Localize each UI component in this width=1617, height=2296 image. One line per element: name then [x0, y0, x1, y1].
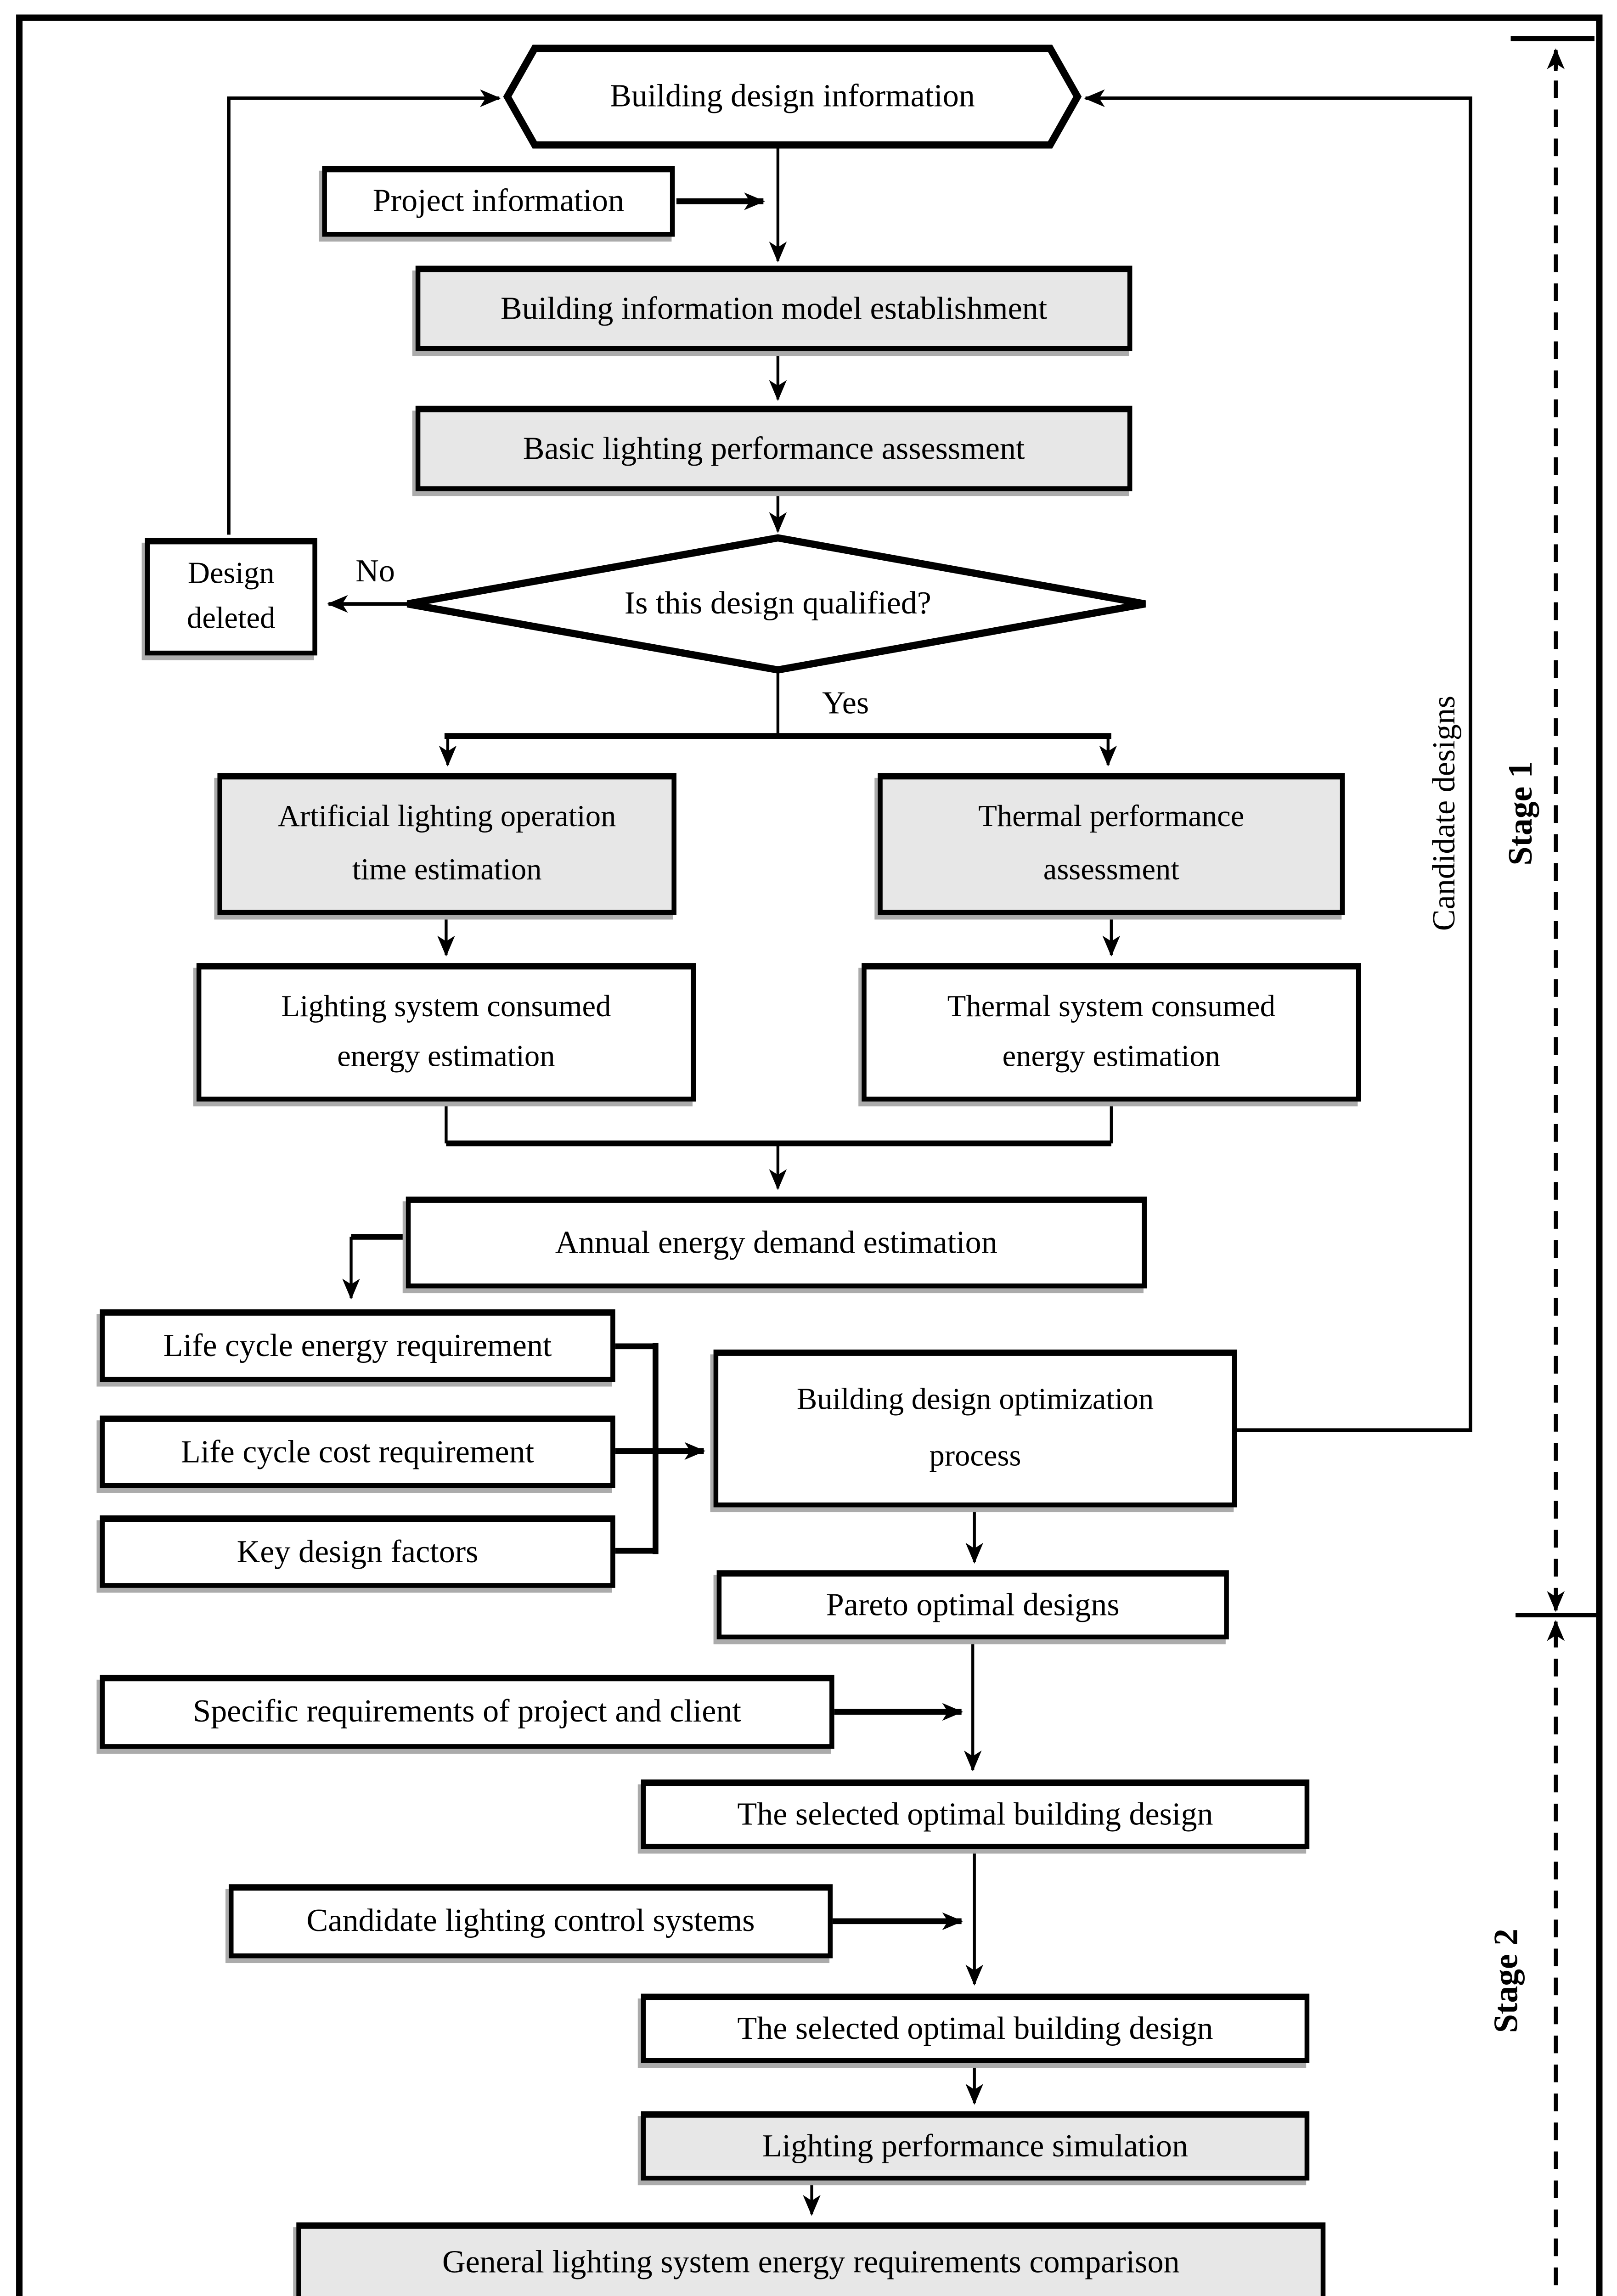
label-stage-2: Stage 2	[1486, 1929, 1525, 2033]
node-key-design-factors: Key design factors	[100, 1515, 615, 1588]
node-artificial-lighting-operation-time-estimation: Artificial lighting operation time estim…	[217, 773, 676, 915]
lighting-consumed-line2: energy estimation	[337, 1041, 555, 1075]
optimization-line2: process	[929, 1440, 1021, 1474]
node-project-information: Project information	[322, 166, 675, 237]
design-deleted-line1: Design	[187, 557, 275, 592]
thermal-consumed-line2: energy estimation	[1002, 1041, 1220, 1075]
node-life-cycle-energy-requirement: Life cycle energy requirement	[100, 1309, 615, 1382]
node-lighting-system-consumed-energy-estimation: Lighting system consumed energy estimati…	[196, 963, 696, 1102]
node-basic-lighting-performance-assessment: Basic lighting performance assessment	[415, 405, 1132, 491]
decision-diamond-shape	[406, 534, 1146, 674]
node-thermal-performance-assessment: Thermal performance assessment	[878, 773, 1345, 915]
node-thermal-system-consumed-energy-estimation: Thermal system consumed energy estimatio…	[862, 963, 1361, 1102]
label-no: No	[355, 553, 395, 589]
node-lighting-performance-simulation: Lighting performance simulation	[641, 2111, 1310, 2181]
thermal-perf-line2: assessment	[1043, 853, 1179, 887]
node-general-lighting-system-energy-requirements-comparison: General lighting system energy requireme…	[296, 2222, 1326, 2296]
feedback-loops	[227, 89, 1472, 1432]
artificial-line2: time estimation	[352, 853, 542, 887]
artificial-line1: Artificial lighting operation	[277, 801, 616, 835]
node-design-deleted: Design deleted	[145, 538, 317, 656]
node-specific-requirements-of-project-and-client: Specific requirements of project and cli…	[100, 1675, 834, 1749]
label-stage-1: Stage 1	[1500, 761, 1539, 866]
node-selected-optimal-building-design-1: The selected optimal building design	[641, 1779, 1310, 1849]
node-building-information-model-establishment: Building information model establishment	[415, 265, 1132, 351]
lighting-consumed-line1: Lighting system consumed	[281, 990, 611, 1024]
node-building-design-optimization-process: Building design optimization process	[713, 1349, 1237, 1508]
node-building-design-information: Building design information	[610, 78, 975, 114]
label-candidate-designs: Candidate designs	[1426, 695, 1462, 931]
outer-border-frame	[16, 14, 1603, 2296]
flow-arrows	[342, 148, 1121, 2216]
hexagon-building-design-information-shape	[503, 45, 1082, 149]
thermal-consumed-line1: Thermal system consumed	[947, 990, 1275, 1024]
design-deleted-line2: deleted	[187, 602, 276, 636]
label-yes: Yes	[822, 685, 869, 721]
node-is-this-design-qualified: Is this design qualified?	[624, 585, 931, 621]
node-pareto-optimal-designs: Pareto optimal designs	[716, 1570, 1229, 1640]
thermal-perf-line1: Thermal performance	[978, 801, 1245, 835]
optimization-line1: Building design optimization	[796, 1383, 1154, 1417]
stage-dimension-lines	[1510, 36, 1596, 2296]
thick-connectors	[351, 192, 1111, 1930]
node-annual-energy-demand-estimation: Annual energy demand estimation	[406, 1196, 1147, 1289]
node-life-cycle-cost-requirement: Life cycle cost requirement	[100, 1415, 615, 1488]
node-candidate-lighting-control-systems: Candidate lighting control systems	[228, 1884, 833, 1958]
node-selected-optimal-building-design-2: The selected optimal building design	[641, 1993, 1310, 2063]
